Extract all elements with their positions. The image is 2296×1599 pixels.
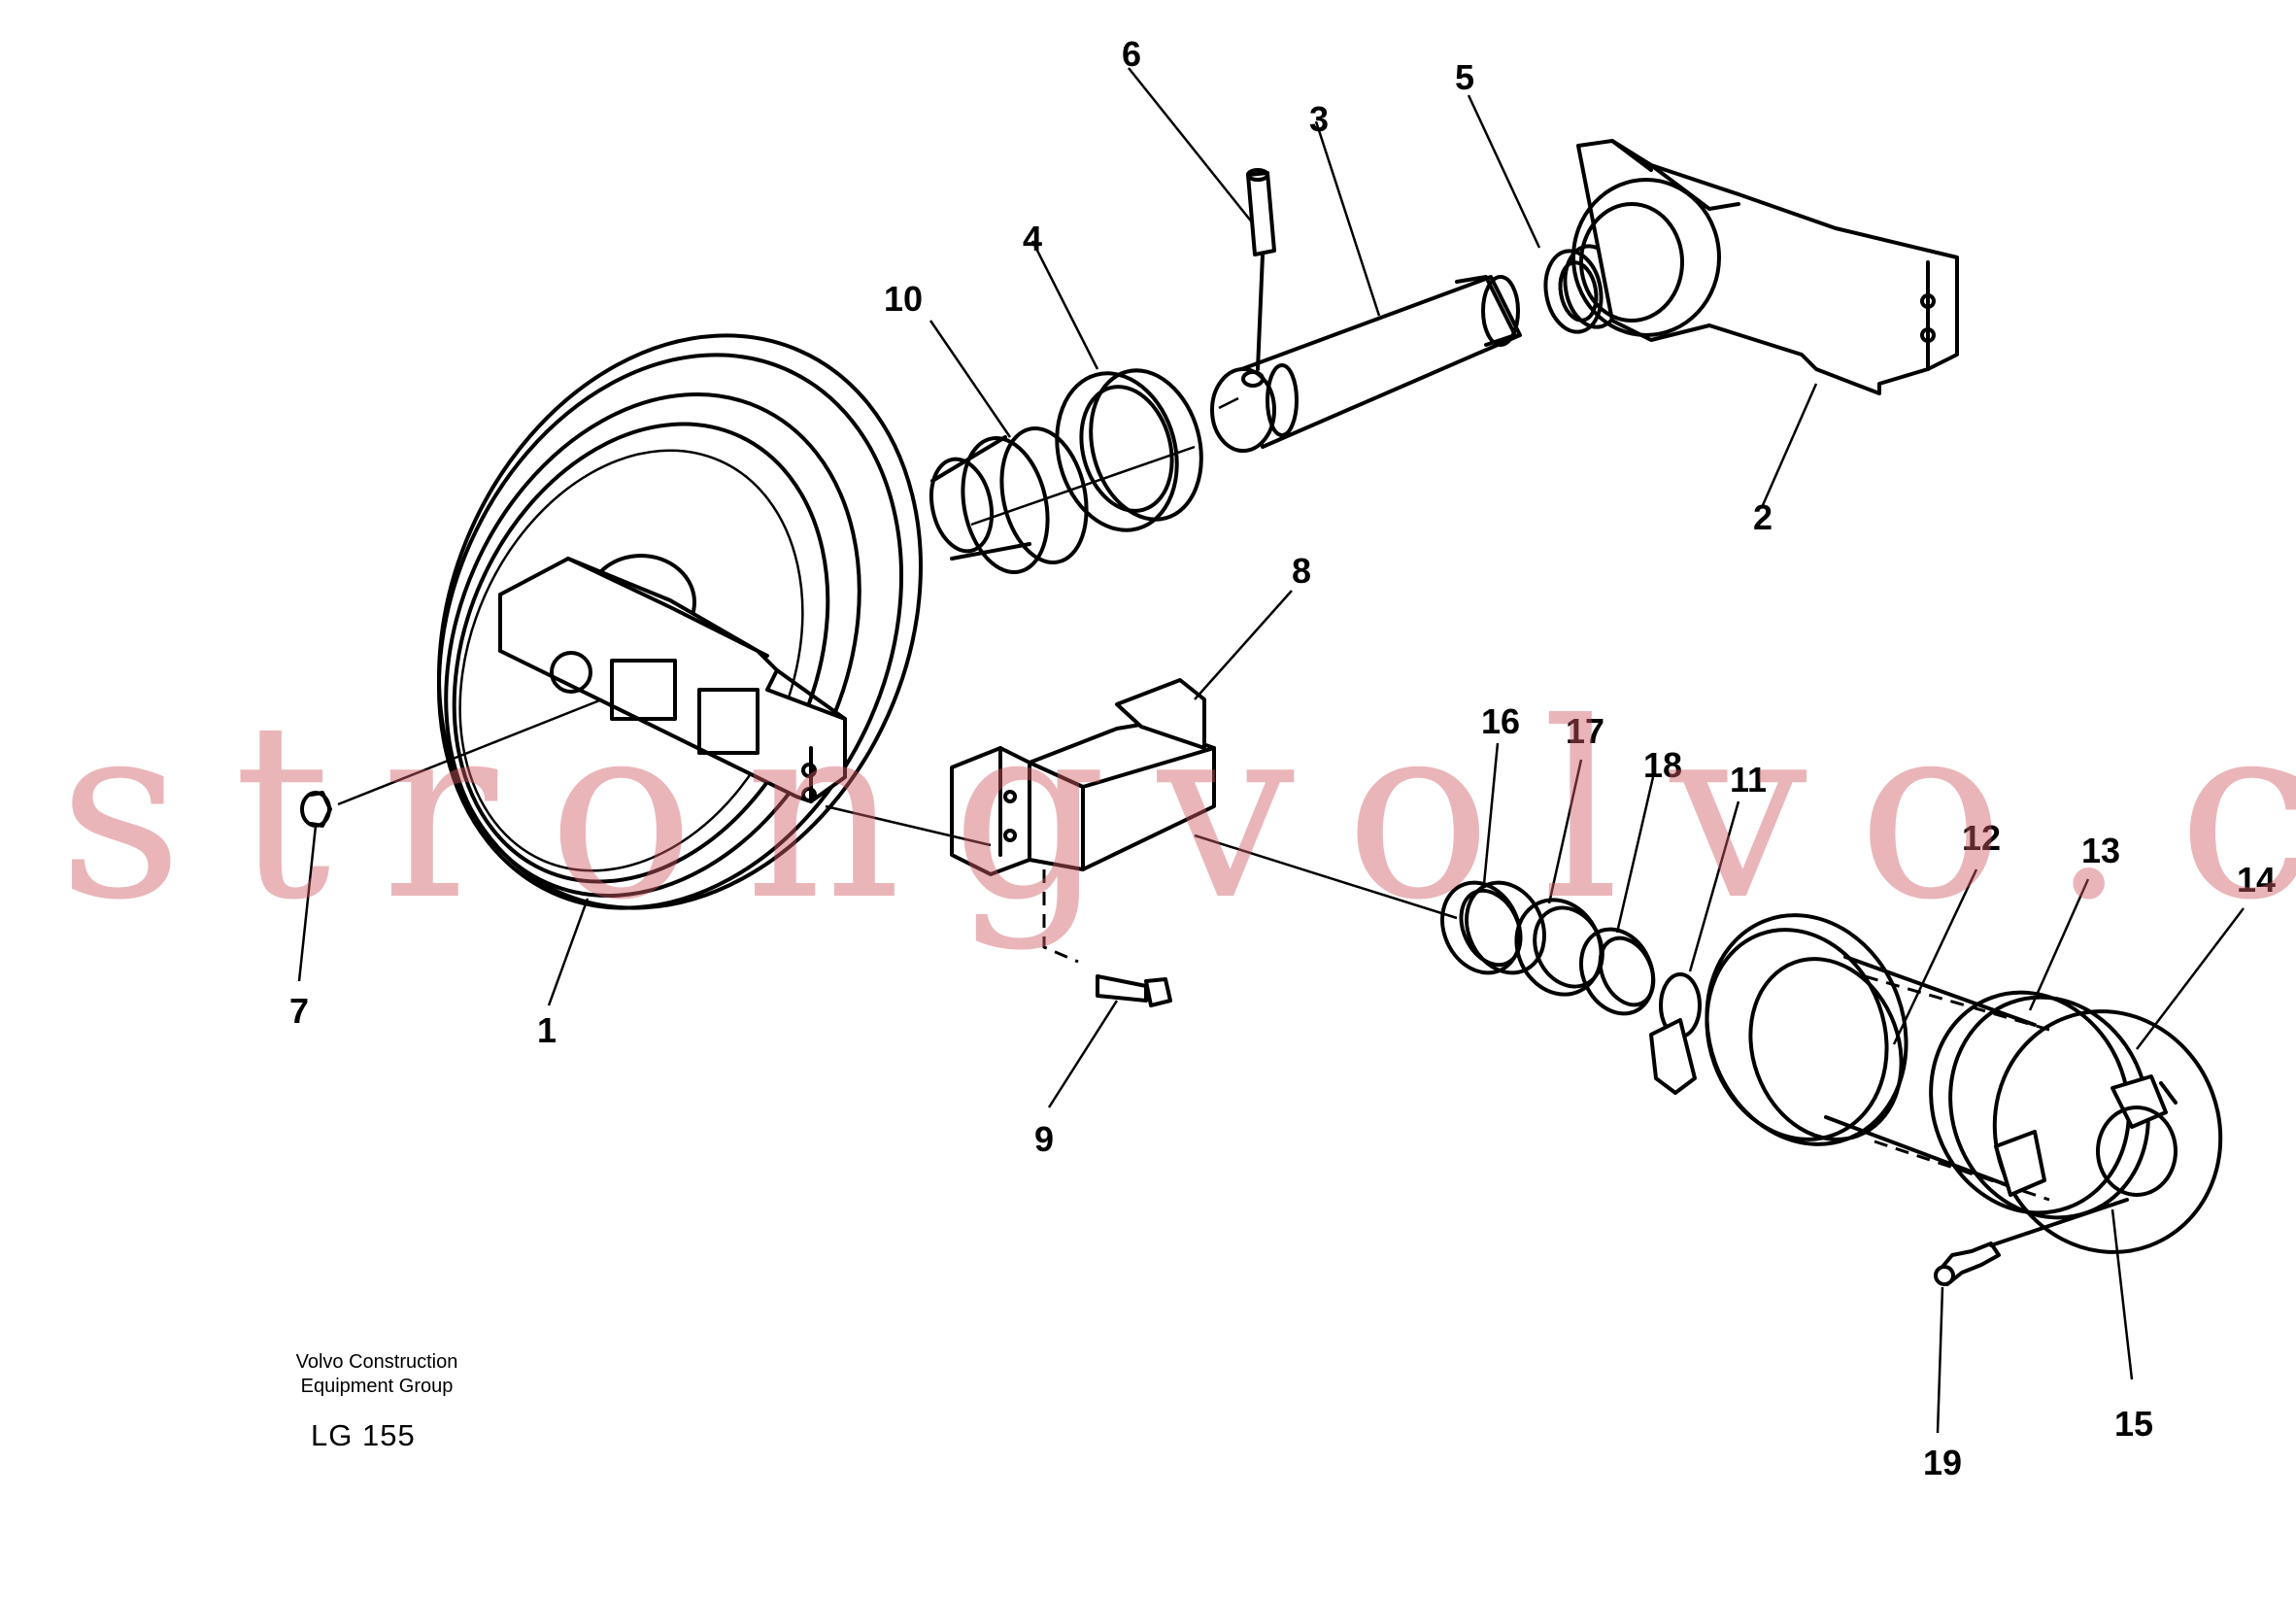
label-part-15: 15 — [2114, 1404, 2153, 1444]
label-part-16: 16 — [1481, 701, 1520, 741]
company-line-1: Volvo Construction — [295, 1351, 458, 1373]
label-part-14: 14 — [2237, 860, 2276, 900]
label-part-8: 8 — [1292, 551, 1311, 591]
part-number-labels: 6 3 5 4 10 2 8 16 17 18 11 12 13 14 7 1 … — [289, 34, 2276, 1482]
label-part-2: 2 — [1753, 497, 1773, 537]
idler-wheel-part-1 — [436, 333, 923, 910]
bushing-part-10 — [929, 425, 1089, 575]
label-part-12: 12 — [1962, 818, 2001, 858]
block-part-8 — [950, 678, 1216, 876]
label-part-6: 6 — [1122, 34, 1141, 74]
support-arm-part-2 — [1571, 139, 1959, 395]
grease-fitting-part-19 — [1934, 1198, 2129, 1286]
ring-part-18 — [1579, 927, 1656, 1016]
label-part-3: 3 — [1309, 99, 1329, 139]
label-part-19: 19 — [1923, 1443, 1962, 1482]
seal-ring-part-4 — [1055, 368, 1203, 532]
roller-assembly — [1649, 913, 2223, 1254]
label-part-1: 1 — [537, 1010, 557, 1050]
label-part-11: 11 — [1730, 760, 1767, 800]
company-line-2: Equipment Group — [300, 1376, 454, 1397]
bolt-part-9 — [1042, 869, 1172, 1007]
leader-lines — [297, 67, 2245, 1434]
label-part-17: 17 — [1566, 711, 1604, 751]
diagram-code: LG 155 — [311, 1418, 416, 1452]
watermark-text: strongvolvo.com — [58, 670, 2296, 953]
pin-part-6 — [1246, 168, 1276, 371]
label-part-7: 7 — [289, 991, 309, 1031]
label-part-9: 9 — [1034, 1119, 1054, 1159]
shaft-part-3 — [1210, 275, 1522, 453]
label-part-4: 4 — [1023, 219, 1042, 258]
company-name: Volvo Construction Equipment Group — [275, 1350, 479, 1399]
label-part-5: 5 — [1455, 57, 1474, 97]
ring-part-16 — [1440, 880, 1546, 975]
assembly-lines — [337, 396, 1458, 920]
label-part-10: 10 — [884, 279, 923, 319]
label-part-13: 13 — [2081, 831, 2120, 870]
label-part-18: 18 — [1643, 745, 1682, 785]
